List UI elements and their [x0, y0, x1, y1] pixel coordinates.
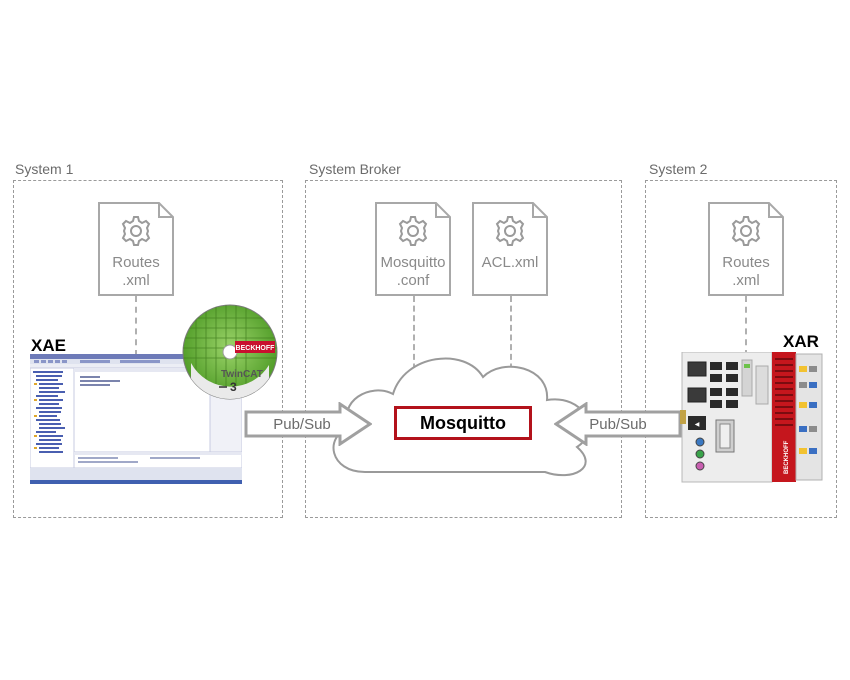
beckhoff-logo: BECKHOFF — [236, 345, 276, 352]
twincat-version: 3 — [230, 380, 237, 394]
system-broker-box — [305, 180, 622, 518]
twincat-logo: TwinCAT — [221, 369, 263, 380]
xae-label: XAE — [31, 336, 66, 355]
document-icon — [98, 202, 174, 296]
xar-plc-device: ◀ BECKHOFF — [680, 352, 823, 483]
connector-acl — [510, 296, 512, 408]
svg-text:◀: ◀ — [695, 422, 700, 428]
arrow-right-icon — [244, 402, 372, 446]
xar-label: XAR — [783, 332, 819, 351]
pubsub-left-label: Pub/Sub — [273, 416, 331, 433]
document-line-1: Routes — [722, 254, 770, 271]
gear-icon — [121, 216, 151, 246]
beckhoff-device-logo: BECKHOFF — [784, 440, 790, 474]
connector-routes1 — [135, 296, 137, 356]
routes-xml-document-1: Routes .xml — [98, 202, 174, 296]
system2-label: System 2 — [649, 161, 708, 177]
system1-box — [13, 180, 283, 518]
document-line-2: .xml — [732, 272, 760, 289]
document-line-2: .xml — [122, 272, 150, 289]
mosquitto-broker-box: Mosquitto — [394, 406, 532, 440]
connector-routes2 — [745, 296, 747, 356]
routes-xml-document-2: Routes .xml — [708, 202, 784, 296]
acl-xml-document: ACL.xml — [472, 202, 548, 296]
document-line-1: ACL.xml — [481, 254, 539, 271]
arrow-left-icon — [554, 402, 682, 446]
twincat-disc: BECKHOFF TwinCAT 3 — [182, 304, 278, 400]
pubsub-right-label: Pub/Sub — [589, 416, 647, 433]
system-broker-label: System Broker — [309, 161, 401, 177]
document-icon — [472, 202, 548, 296]
system2-box — [645, 180, 837, 518]
mosquitto-conf-document: Mosquitto .conf — [375, 202, 451, 296]
document-icon — [375, 202, 451, 296]
system1-label: System 1 — [15, 161, 74, 177]
document-line-1: Routes — [112, 254, 160, 271]
gear-icon — [398, 216, 428, 246]
connector-mosquitto-conf — [413, 296, 415, 408]
document-line-1: Mosquitto — [380, 254, 446, 271]
document-line-2: .conf — [396, 272, 430, 289]
gear-icon — [731, 216, 761, 246]
document-icon — [708, 202, 784, 296]
gear-icon — [495, 216, 525, 246]
